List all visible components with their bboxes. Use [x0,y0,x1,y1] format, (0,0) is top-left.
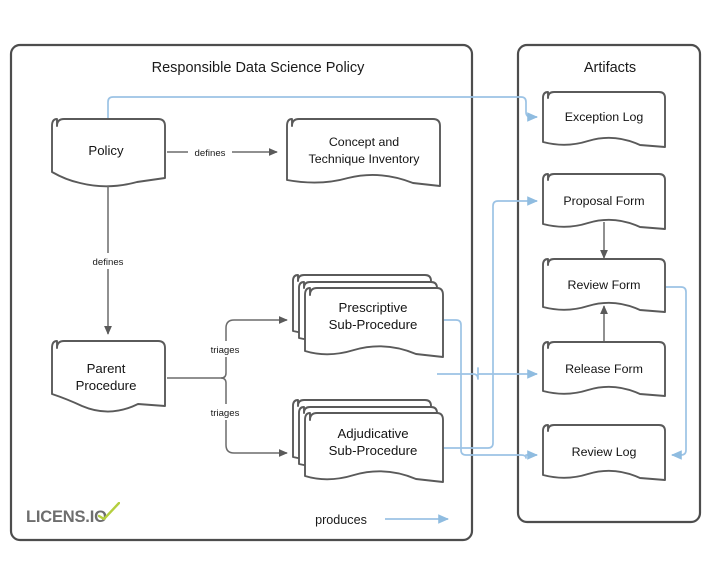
connector-review-form-to-review-log [664,286,687,460]
panel-title-policy: Responsible Data Science Policy [152,60,366,76]
edge-label-defines-inventory: defines [195,148,226,159]
node-adjudicative-sub-procedure[interactable]: Adjudicative Sub-Procedure [292,399,444,483]
connector-prescriptive-to-review-log [437,319,539,460]
brand-logo-text: LICENS.IO [26,507,107,526]
node-parent-procedure-label-line2: Procedure [76,378,137,393]
node-exception-log-label: Exception Log [565,110,644,124]
node-parent-procedure-label-line1: Parent [87,361,126,376]
edge-label-triages-adjudicative: triages [211,408,240,419]
edge-label-bg-defines-2 [86,253,130,269]
brand-logo: LICENS.IO [26,502,120,529]
node-proposal-form-label: Proposal Form [563,194,644,208]
edge-label-bg-triages-2 [204,404,246,420]
check-swoosh-icon [98,502,120,520]
node-release-form-label: Release Form [565,362,643,376]
node-policy[interactable]: Policy [51,118,166,188]
edge-label-bg-defines-1 [188,144,232,160]
node-prescriptive-sub-procedure-label-line2: Sub-Procedure [329,317,418,332]
node-prescriptive-sub-procedure[interactable]: Prescriptive Sub-Procedure [292,274,444,358]
node-concept-technique-inventory-label-line2: Technique Inventory [309,152,421,166]
node-prescriptive-sub-procedure-label-line1: Prescriptive [339,300,408,315]
node-exception-log[interactable]: Exception Log [542,91,666,148]
connector-adjudicative-to-release-form [437,367,539,380]
node-concept-technique-inventory[interactable]: Concept and Technique Inventory [286,118,441,187]
connector-parent-fork-down [220,377,288,457]
node-adjudicative-sub-procedure-label-line1: Adjudicative [337,426,408,441]
node-policy-label: Policy [88,143,124,158]
edge-label-triages-prescriptive: triages [211,345,240,356]
connector-adjudicative-to-proposal-form [437,196,539,449]
connector-policy-to-exception-log [107,96,539,122]
node-release-form[interactable]: Release Form [542,341,666,397]
node-review-log-label: Review Log [572,445,637,459]
node-concept-technique-inventory-label-line1: Concept and [329,135,399,149]
node-parent-procedure[interactable]: Parent Procedure [51,340,166,413]
node-review-log[interactable]: Review Log [542,424,666,481]
legend-produces-label: produces [315,513,367,527]
node-adjudicative-sub-procedure-label-line2: Sub-Procedure [329,443,418,458]
node-review-form[interactable]: Review Form [542,258,666,313]
node-proposal-form[interactable]: Proposal Form [542,173,666,230]
edge-label-bg-triages-1 [204,341,246,357]
edge-label-defines-parent: defines [93,257,124,268]
connector-parent-fork-up [220,316,288,379]
panel-title-artifacts: Artifacts [584,60,636,76]
node-review-form-label: Review Form [568,278,641,292]
